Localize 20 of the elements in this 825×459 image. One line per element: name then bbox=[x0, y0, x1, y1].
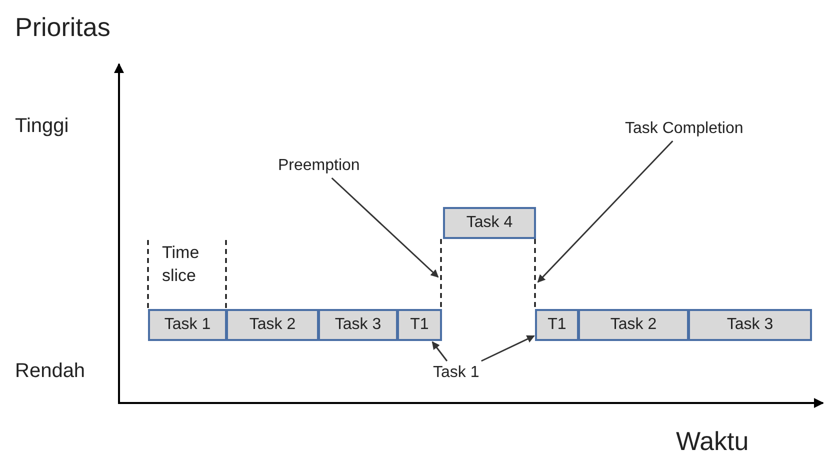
axis-title: Waktu bbox=[676, 426, 749, 457]
axis-title: Prioritas bbox=[15, 12, 110, 43]
leader-arrow bbox=[432, 341, 448, 362]
task-block: Task 1 bbox=[148, 309, 227, 341]
callout-text: Task 1 bbox=[433, 364, 480, 382]
task-block: T1 bbox=[397, 309, 442, 341]
task-block: Task 2 bbox=[578, 309, 689, 341]
task-block: Task 4 bbox=[443, 207, 536, 239]
task-block: Task 2 bbox=[226, 309, 319, 341]
leader-arrow bbox=[331, 177, 439, 278]
callout-text: Task Completion bbox=[625, 120, 744, 138]
axis-level-label: Rendah bbox=[15, 360, 86, 383]
callout-text: Preemption bbox=[278, 157, 360, 175]
task-block: Task 3 bbox=[318, 309, 398, 341]
task-block: T1 bbox=[535, 309, 579, 341]
leader-arrow bbox=[537, 140, 674, 283]
task-block: Task 3 bbox=[688, 309, 812, 341]
axis-level-label: Tinggi bbox=[15, 115, 69, 138]
leader-arrow bbox=[481, 335, 535, 362]
time-slice-label: Time slice bbox=[162, 242, 200, 287]
